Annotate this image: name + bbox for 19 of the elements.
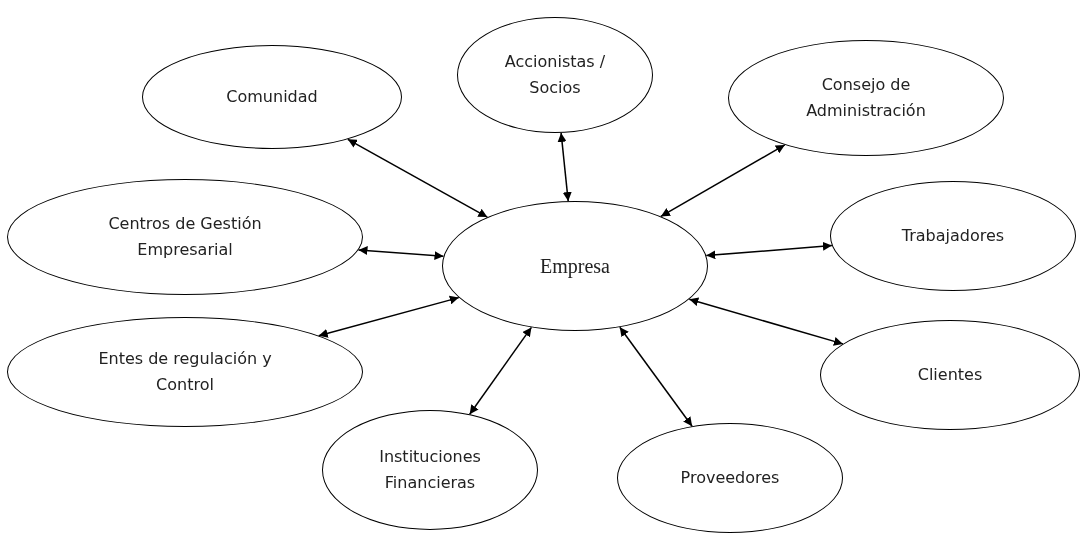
double-arrow (688, 297, 844, 346)
node-label: Entes de regulación y Control (97, 348, 273, 396)
double-arrow (619, 326, 693, 427)
node-label: Instituciones Financieras (378, 446, 482, 494)
double-arrow (660, 144, 786, 218)
node-label: Comunidad (225, 86, 319, 109)
double-arrow (317, 295, 460, 338)
node-label: Clientes (916, 364, 984, 387)
node-label: Consejo de Administración (805, 74, 927, 122)
node-label: Empresa (539, 254, 611, 280)
node-label: Centros de Gestión Empresarial (107, 213, 263, 261)
double-arrow (468, 326, 533, 415)
node-label: Accionistas / Socios (503, 51, 607, 99)
node-label: Trabajadores (900, 225, 1006, 248)
node-label: Proveedores (679, 467, 781, 490)
double-arrow (347, 138, 489, 218)
double-arrow (557, 132, 572, 202)
double-arrow (357, 246, 445, 260)
double-arrow (705, 241, 833, 260)
